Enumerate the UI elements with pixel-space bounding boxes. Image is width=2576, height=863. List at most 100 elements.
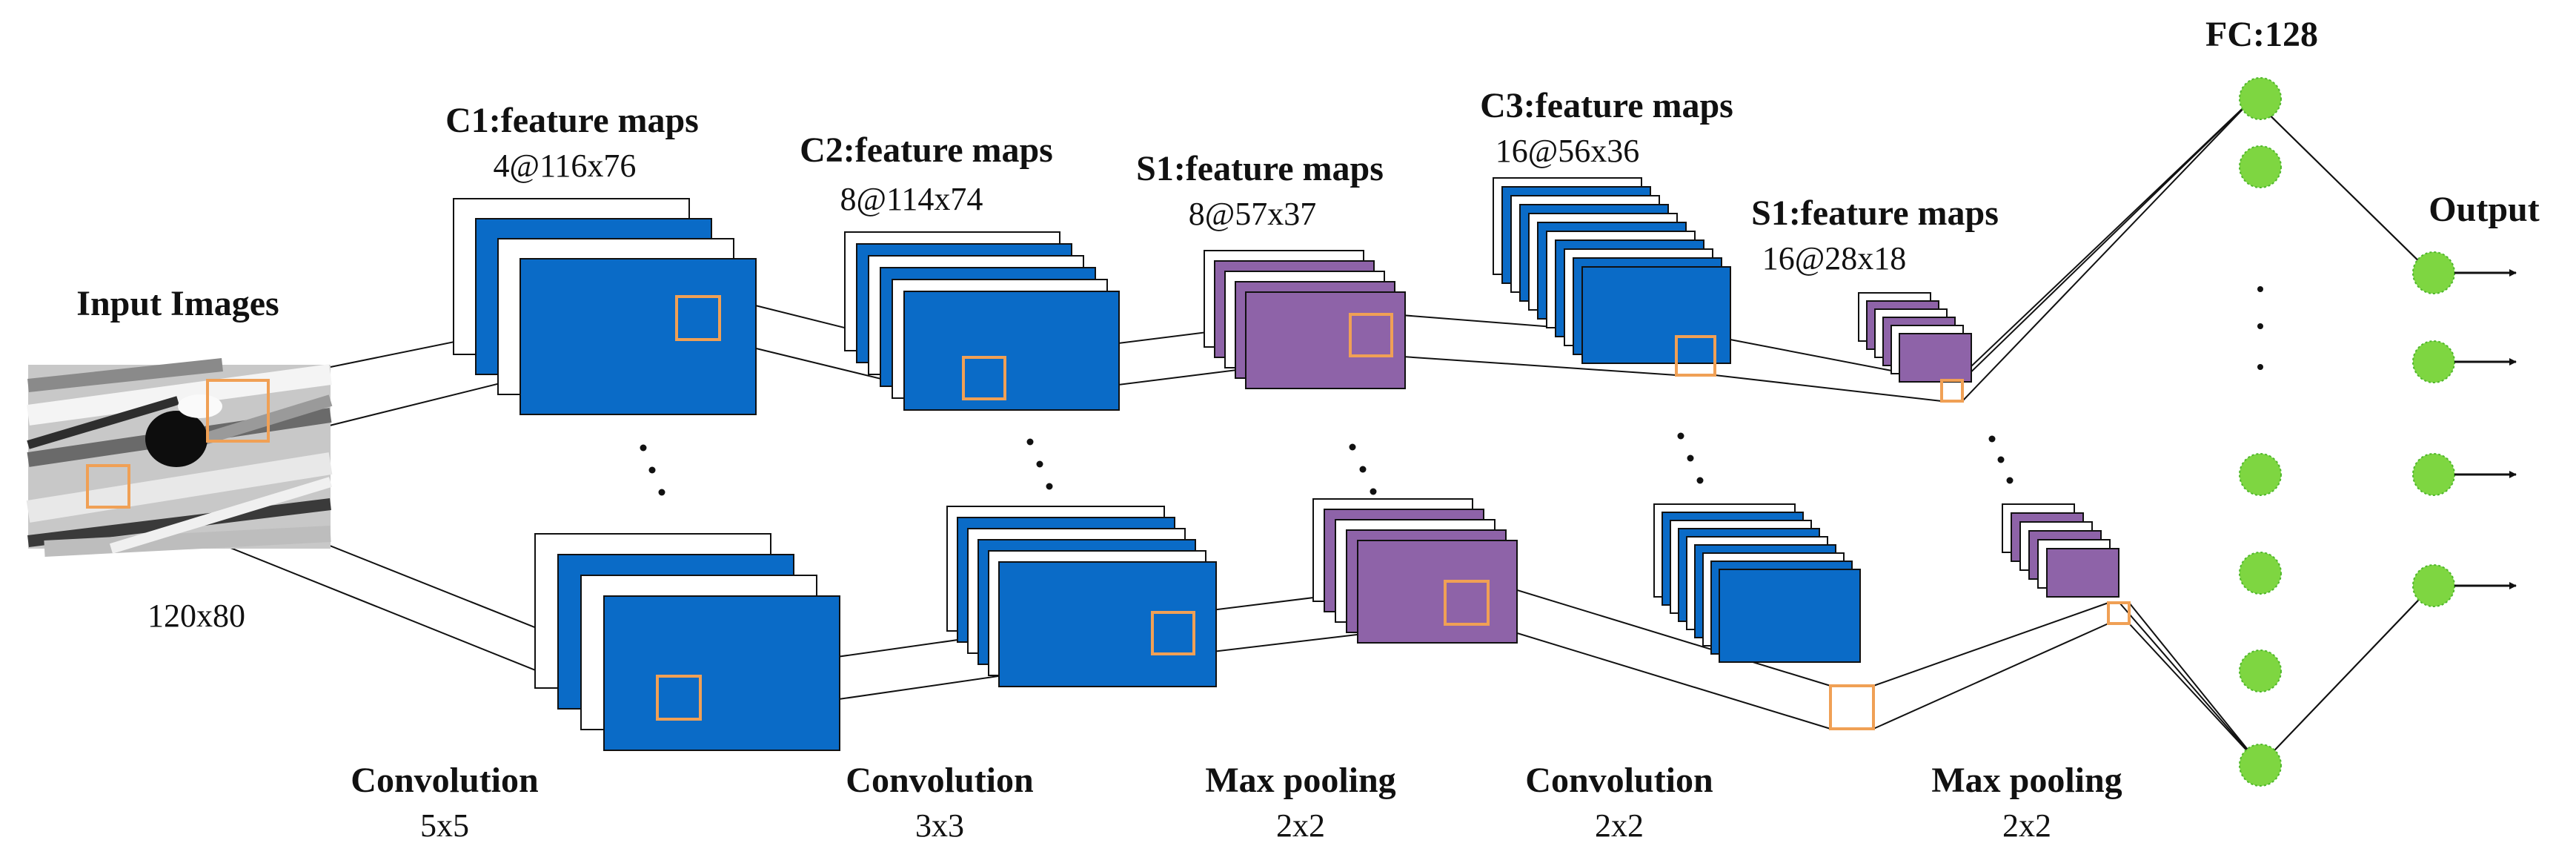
ellipsis-dot-3-0 — [1677, 432, 1684, 440]
ellipsis-dot-2-2 — [1370, 488, 1377, 495]
connection-lines — [128, 98, 2433, 766]
input-size: 120x80 — [147, 598, 245, 634]
fc-neuron-1 — [2239, 145, 2282, 188]
fc-dot-0 — [2257, 286, 2263, 292]
s1b-bottom-map-5 — [2046, 548, 2119, 598]
s1a-bottom-stack — [1312, 498, 1518, 644]
connection-line-27 — [2252, 98, 2433, 275]
input-title: Input Images — [76, 284, 279, 323]
c1-top-map-3 — [519, 258, 757, 415]
output-title: Output — [2429, 190, 2539, 229]
connection-line-21 — [1962, 98, 2254, 381]
c3-bottom-map-8 — [1719, 569, 1861, 663]
c2-title: C2:feature maps — [800, 130, 1053, 170]
output-neuron-2 — [2412, 453, 2455, 496]
s1b-dims: 16@28x18 — [1762, 240, 1907, 277]
connection-line-13 — [1391, 355, 1677, 376]
input-image — [26, 358, 333, 557]
kernel-c3t — [1675, 335, 1716, 377]
output-neuron-0 — [2412, 251, 2455, 294]
ellipsis-dot-1-1 — [1036, 460, 1043, 468]
op-3-name: Convolution — [1525, 761, 1713, 800]
op-0-name: Convolution — [351, 761, 538, 800]
s1b-bottom-stack — [2002, 503, 2119, 598]
connection-line-17 — [1714, 374, 1942, 402]
kernel-c1t — [675, 295, 721, 341]
ellipsis-dot-0-1 — [648, 466, 656, 474]
fc-neuron-0 — [2239, 77, 2282, 120]
c3-title: C3:feature maps — [1480, 86, 1733, 125]
s1b-title: S1:feature maps — [1751, 194, 1999, 233]
connection-line-25 — [2119, 602, 2261, 766]
c2-dims: 8@114x74 — [840, 181, 983, 217]
connection-line-23 — [2128, 602, 2261, 766]
c3-dims: 16@56x36 — [1496, 133, 1640, 169]
c2-top-map-5 — [903, 291, 1120, 411]
op-1-name: Convolution — [846, 761, 1033, 800]
c1-top-stack — [453, 198, 757, 415]
c2-top-stack — [844, 231, 1120, 411]
ellipsis-dot-2-1 — [1359, 466, 1367, 473]
fc-neuron-2 — [2239, 453, 2282, 496]
input-image-texture-4 — [44, 526, 331, 557]
output-neuron-3 — [2412, 564, 2455, 607]
op-1-size: 3x3 — [915, 807, 964, 844]
c3-top-map-10 — [1581, 266, 1731, 364]
s1a-top-stack — [1204, 250, 1406, 389]
kernel-windows — [86, 295, 2131, 730]
fc-neuron-4 — [2239, 649, 2282, 692]
ellipsis-dot-0-2 — [658, 489, 665, 496]
input-image-texture-8 — [183, 394, 333, 451]
kernel-s1at — [1349, 313, 1393, 357]
fc-neuron-3 — [2239, 552, 2282, 595]
op-3-size: 2x2 — [1595, 807, 1644, 844]
op-4-size: 2x2 — [2002, 807, 2051, 844]
op-2-name: Max pooling — [1205, 761, 1395, 800]
input-image-texture-7 — [27, 396, 179, 449]
feature-map-stacks — [453, 177, 2119, 751]
ellipsis-dot-3-1 — [1687, 454, 1694, 462]
ellipsis-dot-2-0 — [1349, 443, 1356, 451]
ellipsis-dots — [640, 286, 2263, 496]
c2-bottom-map-5 — [998, 561, 1217, 687]
c3-top-stack — [1493, 177, 1731, 364]
input-image-texture-5 — [27, 358, 223, 392]
s1a-title: S1:feature maps — [1136, 149, 1384, 188]
ellipsis-dot-0-0 — [640, 444, 647, 452]
s1a-dims: 8@57x37 — [1189, 196, 1317, 232]
input-image-bright-spot — [178, 394, 222, 418]
ellipsis-dot-4-2 — [2006, 477, 2014, 484]
connection-line-15 — [1487, 624, 1831, 730]
ellipsis-dot-1-0 — [1026, 438, 1034, 446]
c3-bottom-stack — [1653, 503, 1861, 663]
op-0-size: 5x5 — [420, 807, 469, 844]
ellipsis-dot-4-0 — [1988, 435, 1996, 443]
fc-neuron-5 — [2239, 744, 2282, 787]
fc-dot-2 — [2257, 364, 2263, 370]
ellipsis-dot-1-2 — [1046, 483, 1053, 490]
c1-title: C1:feature maps — [445, 101, 699, 140]
connection-line-24 — [2128, 623, 2261, 766]
c2-bottom-stack — [946, 506, 1217, 687]
c1-bottom-stack — [534, 533, 840, 751]
kernel-input-k1 — [206, 379, 270, 443]
connection-line-19 — [1873, 623, 2109, 730]
kernel-c1b — [656, 675, 702, 721]
kernel-s1ab — [1444, 580, 1490, 626]
s1b-top-map-5 — [1899, 333, 1972, 383]
s1a-top-map-4 — [1245, 291, 1406, 389]
connection-line-14 — [1487, 581, 1831, 687]
kernel-s1bb — [2107, 601, 2131, 625]
fc-title: FC:128 — [2205, 15, 2318, 54]
input-image-texture-2 — [26, 452, 333, 523]
s1a-bottom-map-4 — [1357, 540, 1518, 644]
fc-dot-1 — [2257, 323, 2263, 329]
fully-connected-layer — [2239, 77, 2517, 787]
connection-line-18 — [1873, 602, 2109, 687]
kernel-c2b — [1151, 611, 1195, 655]
input-image-group — [26, 358, 333, 557]
kernel-c2t — [962, 356, 1006, 400]
c1-bottom-map-3 — [603, 595, 840, 751]
op-4-name: Max pooling — [1931, 761, 2122, 800]
